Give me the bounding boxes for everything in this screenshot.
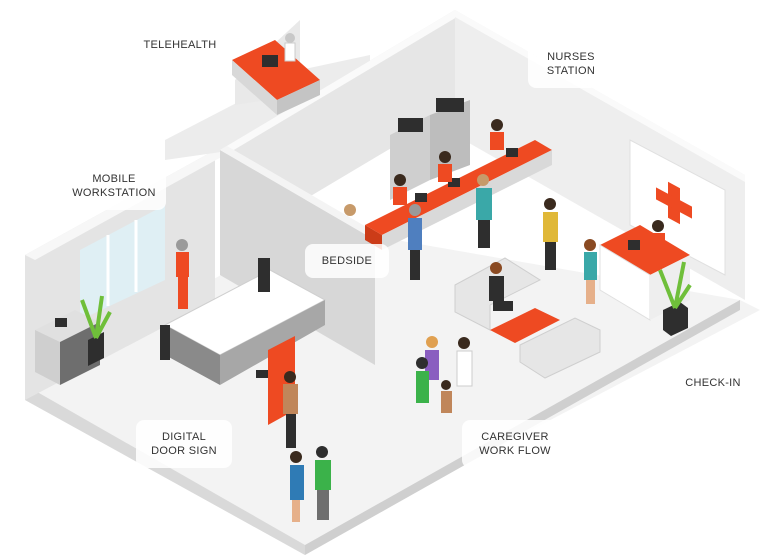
label-caregiver-work-flow: CAREGIVER WORK FLOW: [462, 420, 568, 468]
label-bedside: BEDSIDE: [305, 244, 389, 278]
person-check-in-woman: [584, 239, 597, 304]
person-caregiver-group: [416, 336, 473, 413]
person-nurse-blue: [408, 204, 422, 280]
person-teal: [476, 174, 492, 248]
person-door-sign: [283, 371, 298, 448]
person-mobile-workstation: [176, 239, 189, 309]
person-businessman: [489, 262, 513, 311]
label-mobile-workstation: MOBILE WORKSTATION: [62, 162, 166, 210]
label-nurses-station: NURSES STATION: [528, 40, 614, 88]
telehealth-desk: [232, 33, 320, 115]
nurses-at-station: [344, 119, 665, 249]
label-telehealth: TELEHEALTH: [143, 39, 217, 51]
people: [176, 119, 665, 522]
red-cross-sign: [629, 139, 726, 276]
person-green-shirt: [315, 446, 331, 520]
person-yellow-shirt: [543, 198, 558, 270]
mobile-workstation-cabinet: [35, 295, 112, 385]
label-digital-door-sign: DIGITAL DOOR SIGN: [136, 420, 232, 468]
hospital-bed: [160, 258, 327, 385]
label-check-in: CHECK-IN: [685, 377, 741, 389]
person-pregnant: [290, 451, 304, 522]
plant-check-in: [658, 261, 692, 336]
